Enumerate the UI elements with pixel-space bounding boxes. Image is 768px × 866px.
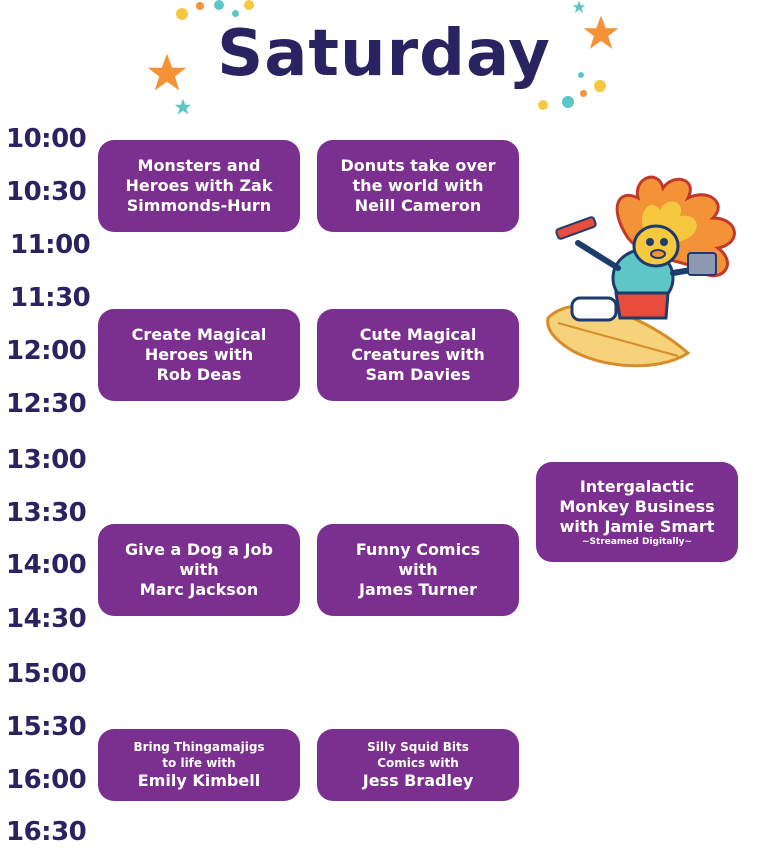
time-label: 10:30	[6, 177, 87, 207]
time-label: 14:30	[6, 604, 87, 634]
session-card[interactable]: Donuts take over the world with Neill Ca…	[317, 140, 519, 232]
session-card[interactable]: Intergalactic Monkey Business with Jamie…	[536, 462, 738, 562]
time-label: 16:30	[6, 817, 87, 847]
confetti-dot	[244, 0, 254, 10]
time-label: 12:00	[6, 336, 87, 366]
session-card[interactable]: Cute Magical Creatures with Sam Davies	[317, 309, 519, 401]
time-label: 15:00	[6, 659, 87, 689]
time-label: 13:30	[6, 498, 87, 528]
session-text: Rob Deas	[156, 365, 242, 384]
session-text: Give a Dog a Job	[125, 540, 273, 559]
session-card[interactable]: Funny Comics with James Turner	[317, 524, 519, 616]
session-card[interactable]: Silly Squid Bits Comics with Jess Bradle…	[317, 729, 519, 801]
confetti-dot	[176, 8, 188, 20]
session-text: with	[398, 560, 438, 579]
session-card[interactable]: Give a Dog a Job with Marc Jackson	[98, 524, 300, 616]
session-card[interactable]: Create Magical Heroes with Rob Deas	[98, 309, 300, 401]
session-note: ~Streamed Digitally~	[581, 536, 693, 547]
session-text: Intergalactic	[579, 476, 695, 496]
time-label: 11:00	[10, 230, 91, 260]
page-title: Saturday	[217, 17, 551, 91]
confetti-dot	[538, 100, 548, 110]
session-text: Comics with	[377, 756, 459, 770]
session-text: Bring Thingamajigs	[133, 740, 265, 754]
session-card[interactable]: Monsters and Heroes with Zak Simmonds-Hu…	[98, 140, 300, 232]
confetti-dot	[580, 90, 587, 97]
time-label: 10:00	[6, 124, 87, 154]
confetti-dot	[594, 80, 606, 92]
session-text: Donuts take over	[340, 156, 496, 175]
session-text: Sam Davies	[365, 365, 471, 384]
session-text: Jess Bradley	[362, 771, 474, 790]
session-text: Neill Cameron	[354, 196, 482, 215]
session-text: with	[179, 560, 219, 579]
star-icon	[583, 15, 619, 49]
session-text: Monsters and	[137, 156, 261, 175]
star-icon	[572, 0, 586, 13]
confetti-dot	[578, 72, 584, 78]
session-text: Cute Magical	[359, 325, 477, 344]
mascot-illustration	[546, 175, 736, 368]
star-icon	[147, 53, 187, 91]
session-card[interactable]: Bring Thingamajigs to life with Emily Ki…	[98, 729, 300, 801]
session-text: to life with	[162, 756, 236, 770]
time-label: 15:30	[6, 712, 87, 742]
session-text: Monkey Business	[559, 496, 715, 516]
confetti-dot	[214, 0, 224, 10]
star-icon	[174, 98, 192, 115]
time-label: 13:00	[6, 445, 87, 475]
session-text: Creatures with	[351, 345, 485, 364]
session-text: Emily Kimbell	[137, 771, 261, 790]
session-text: Heroes with Zak	[125, 176, 273, 195]
time-label: 12:30	[6, 389, 87, 419]
time-label: 11:30	[10, 283, 91, 313]
session-text: Simmonds-Hurn	[126, 196, 272, 215]
session-text: Silly Squid Bits	[367, 740, 469, 754]
confetti-dot	[196, 2, 204, 10]
confetti-dot	[232, 10, 239, 17]
confetti-dot	[562, 96, 574, 108]
session-text: with Jamie Smart	[559, 516, 715, 536]
session-text: Funny Comics	[355, 540, 481, 559]
session-text: James Turner	[359, 580, 477, 599]
time-label: 14:00	[6, 550, 87, 580]
session-text: the world with	[352, 176, 484, 195]
session-text: Create Magical	[131, 325, 267, 344]
time-label: 16:00	[6, 765, 87, 795]
session-text: Marc Jackson	[139, 580, 259, 599]
session-text: Heroes with	[144, 345, 254, 364]
